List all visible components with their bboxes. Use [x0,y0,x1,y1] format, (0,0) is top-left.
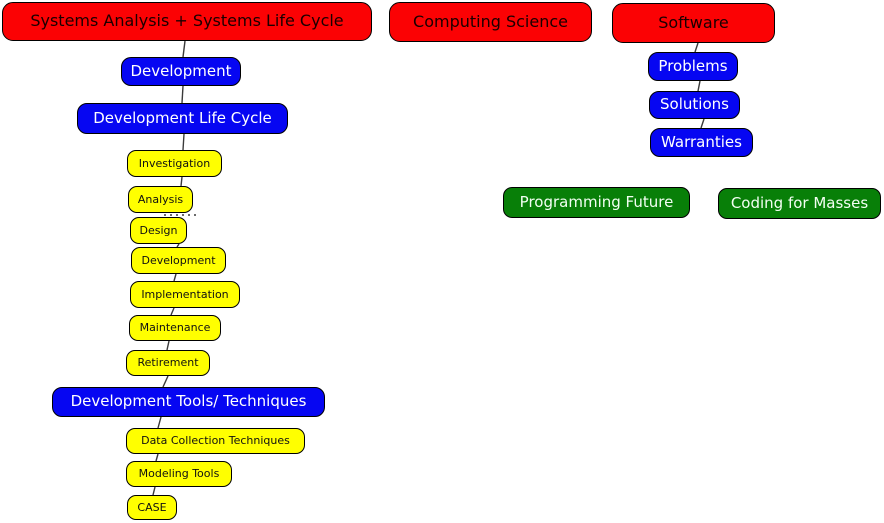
node-label: Development Life Cycle [93,108,272,127]
node-label: Development Tools/ Techniques [70,392,307,410]
connector-implementation-to-maintenance [170,307,175,316]
connector-retirement-to-development-tools [162,375,169,388]
node-label: Software [658,12,729,32]
node-analysis[interactable]: Analysis [128,186,193,213]
connector-development-phase-to-implementation [173,273,177,282]
node-label: Programming Future [519,192,674,211]
node-label: Investigation [138,156,211,170]
node-label: Problems [658,56,728,75]
node-label: Solutions [660,95,729,113]
node-implementation[interactable]: Implementation [130,281,240,308]
node-computing-science[interactable]: Computing Science [389,2,592,42]
node-development-life-cycle[interactable]: Development Life Cycle [77,103,288,134]
node-coding-for-masses[interactable]: Coding for Masses [718,188,881,219]
node-label: Maintenance [139,321,211,334]
node-warranties[interactable]: Warranties [650,128,753,157]
node-retirement[interactable]: Retirement [126,350,210,376]
node-label: CASE [137,500,167,514]
node-label: Design [139,223,178,237]
node-label: Analysis [137,192,184,206]
connector-solutions-to-warranties [700,118,705,129]
node-maintenance[interactable]: Maintenance [129,315,221,341]
node-investigation[interactable]: Investigation [127,150,222,177]
connector-systems-analysis-to-development [182,40,186,58]
node-programming-future[interactable]: Programming Future [503,187,690,218]
node-development-tools[interactable]: Development Tools/ Techniques [52,387,325,417]
connector-maintenance-to-retirement [166,340,170,351]
node-label: Development [130,61,232,80]
node-label: Coding for Masses [730,193,869,212]
connector-problems-to-solutions [697,80,701,92]
node-label: Data Collection Techniques [141,434,290,447]
node-development[interactable]: Development [121,57,241,86]
connector-modeling-tools-to-case [152,486,156,496]
connector-data-collection-to-modeling-tools [155,453,159,462]
node-label: Development [141,253,216,267]
node-label: Modeling Tools [138,467,220,480]
node-modeling-tools[interactable]: Modeling Tools [126,461,232,487]
connector-software-to-problems [694,42,699,53]
node-data-collection[interactable]: Data Collection Techniques [126,428,305,454]
node-label: Systems Analysis + Systems Life Cycle [30,11,344,30]
node-development-phase[interactable]: Development [131,247,226,274]
connector-development-to-development-life-cycle [181,85,184,104]
node-software[interactable]: Software [612,3,775,43]
node-label: Implementation [141,287,229,301]
connector-investigation-to-analysis [180,176,183,187]
node-systems-analysis[interactable]: Systems Analysis + Systems Life Cycle [2,2,372,41]
node-problems[interactable]: Problems [648,52,738,81]
node-label: Retirement [137,356,199,369]
node-solutions[interactable]: Solutions [649,91,740,119]
node-label: Warranties [661,132,742,151]
connector-development-tools-to-data-collection [157,416,162,429]
node-label: Computing Science [413,11,568,31]
connector-development-life-cycle-to-investigation [182,133,185,151]
node-design[interactable]: Design [130,217,187,244]
node-case[interactable]: CASE [127,495,177,520]
